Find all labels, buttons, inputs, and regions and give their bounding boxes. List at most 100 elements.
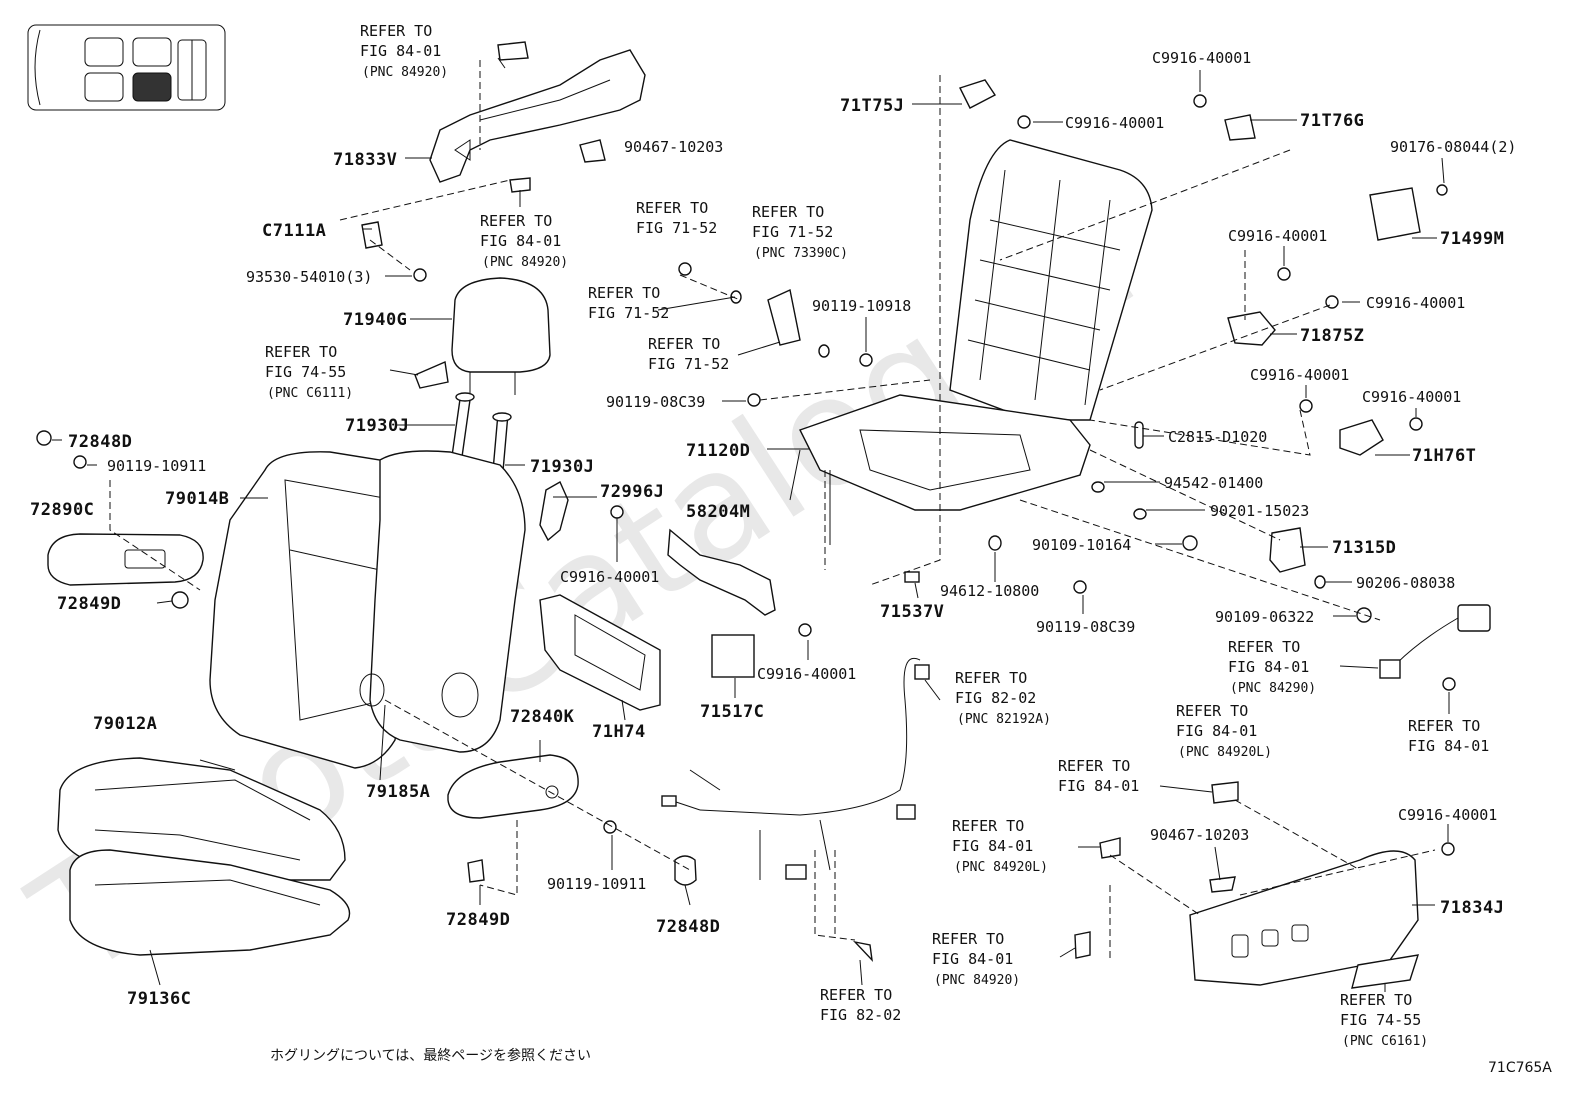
leader-lines <box>52 57 1450 992</box>
part-label-90109-06322: 90109-06322 <box>1215 608 1314 626</box>
svg-text:FIG 84-01: FIG 84-01 <box>952 837 1033 855</box>
ref-callout-fig-84-01-pnc-84920-bottom: REFER TO FIG 84-01 (PNC 84920) <box>932 930 1020 988</box>
part-label-71517C: 71517C <box>700 702 764 722</box>
part-label-C9916-40001-a: C9916-40001 <box>560 568 659 586</box>
svg-text:FIG 74-55: FIG 74-55 <box>1340 1011 1421 1029</box>
part-label-90109-10164: 90109-10164 <box>1032 536 1131 554</box>
shield-upper-part <box>429 49 646 183</box>
part-label-71537V: 71537V <box>880 602 944 622</box>
svg-text:FIG 71-52: FIG 71-52 <box>588 304 669 322</box>
part-label-C7111A: C7111A <box>262 221 326 241</box>
part-label-90119-10918: 90119-10918 <box>812 297 911 315</box>
svg-text:REFER TO: REFER TO <box>360 22 432 40</box>
part-label-90467-10203-upper: 90467-10203 <box>624 138 723 156</box>
ref-callout-fig-82-02-bottom: REFER TO FIG 82-02 <box>820 986 901 1024</box>
svg-text:(PNC 84290): (PNC 84290) <box>1230 681 1316 696</box>
svg-text:(PNC 82192A): (PNC 82192A) <box>957 712 1051 727</box>
svg-text:REFER TO: REFER TO <box>932 930 1004 948</box>
side-shield-part <box>1189 850 1419 986</box>
part-label-90119-10911-upper: 90119-10911 <box>107 457 206 475</box>
part-number-labels: 71833V 90467-10203 C7111A 93530-54010(3)… <box>30 49 1516 1009</box>
svg-text:REFER TO: REFER TO <box>1058 757 1130 775</box>
svg-text:FIG 82-02: FIG 82-02 <box>955 689 1036 707</box>
svg-text:(PNC 73390C): (PNC 73390C) <box>754 246 848 261</box>
headrest-part <box>451 277 551 395</box>
ref-callout-fig-74-55-left: REFER TO FIG 74-55 (PNC C6111) <box>265 343 353 401</box>
part-label-71T75J: 71T75J <box>840 96 904 116</box>
part-label-71120D: 71120D <box>686 441 750 461</box>
svg-text:REFER TO: REFER TO <box>1176 702 1248 720</box>
part-label-72996J: 72996J <box>600 482 664 502</box>
part-label-58204M: 58204M <box>686 502 750 522</box>
svg-text:FIG 71-52: FIG 71-52 <box>752 223 833 241</box>
part-label-71T76G: 71T76G <box>1300 111 1364 131</box>
part-label-71499M: 71499M <box>1440 229 1504 249</box>
part-label-90201-15023: 90201-15023 <box>1210 502 1309 520</box>
part-label-90119-10911-lower: 90119-10911 <box>547 875 646 893</box>
back-board-part <box>539 594 661 711</box>
ref-callout-fig-71-52-a: REFER TO FIG 71-52 <box>636 199 717 237</box>
part-label-72848D-upper: 72848D <box>68 432 132 452</box>
part-label-71315D: 71315D <box>1332 538 1396 558</box>
svg-text:REFER TO: REFER TO <box>752 203 824 221</box>
bracket-part <box>667 528 776 616</box>
part-label-90467-10203-lower: 90467-10203 <box>1150 826 1249 844</box>
headrest-support-parts <box>451 392 512 480</box>
part-label-72890C: 72890C <box>30 500 94 520</box>
part-label-71940G: 71940G <box>343 310 407 330</box>
svg-text:FIG 74-55: FIG 74-55 <box>265 363 346 381</box>
svg-text:FIG 84-01: FIG 84-01 <box>360 42 441 60</box>
svg-text:(PNC C6161): (PNC C6161) <box>1342 1034 1428 1049</box>
armrest-cap-part <box>47 533 204 586</box>
ref-callout-fig-84-01-top: REFER TO FIG 84-01 (PNC 84920) <box>360 22 448 80</box>
svg-text:(PNC 84920): (PNC 84920) <box>934 973 1020 988</box>
part-label-79014B: 79014B <box>165 489 229 509</box>
seatback-frame-part <box>949 139 1153 421</box>
svg-text:REFER TO: REFER TO <box>820 986 892 1004</box>
part-label-C9916-40001-g: C9916-40001 <box>1250 366 1349 384</box>
part-label-90119-08C39-lower: 90119-08C39 <box>1036 618 1135 636</box>
ref-callout-fig-84-01-pnc-84920L-top: REFER TO FIG 84-01 (PNC 84920L) <box>1176 702 1272 760</box>
switch-part <box>1379 604 1491 679</box>
footer-note: ホグリングについては、最終ページを参照ください <box>270 1047 591 1064</box>
svg-text:REFER TO: REFER TO <box>648 335 720 353</box>
part-label-94542-01400: 94542-01400 <box>1164 474 1263 492</box>
part-label-C9916-40001-d: C9916-40001 <box>1152 49 1251 67</box>
part-label-72849D-upper: 72849D <box>57 594 121 614</box>
ref-callout-fig-84-01-pnc-84290: REFER TO FIG 84-01 (PNC 84290) <box>1228 638 1316 696</box>
part-label-C9916-40001-b: C9916-40001 <box>757 665 856 683</box>
svg-text:REFER TO: REFER TO <box>265 343 337 361</box>
svg-text:REFER TO: REFER TO <box>1340 991 1412 1009</box>
part-label-71833V: 71833V <box>333 150 397 170</box>
ref-callout-fig-84-01-far-right: REFER TO FIG 84-01 <box>1408 717 1489 755</box>
svg-text:REFER TO: REFER TO <box>1408 717 1480 735</box>
seat-frame-part <box>789 394 1091 545</box>
part-label-72849D-lower: 72849D <box>446 910 510 930</box>
svg-text:FIG 84-01: FIG 84-01 <box>1058 777 1139 795</box>
part-label-C9916-40001-e: C9916-40001 <box>1228 227 1327 245</box>
ref-callout-fig-74-55-bottom-right: REFER TO FIG 74-55 (PNC C6161) <box>1340 991 1428 1049</box>
part-label-71930J-left: 71930J <box>345 416 409 436</box>
part-label-90176-08044: 90176-08044(2) <box>1390 138 1516 156</box>
part-label-C9916-40001-h: C9916-40001 <box>1362 388 1461 406</box>
svg-text:FIG 84-01: FIG 84-01 <box>1408 737 1489 755</box>
svg-text:REFER TO: REFER TO <box>588 284 660 302</box>
part-label-90119-08C39-upper: 90119-08C39 <box>606 393 705 411</box>
part-label-79136C: 79136C <box>127 989 191 1009</box>
seatback-cover-part <box>209 451 421 769</box>
svg-text:FIG 84-01: FIG 84-01 <box>480 232 561 250</box>
svg-text:FIG 82-02: FIG 82-02 <box>820 1006 901 1024</box>
svg-text:REFER TO: REFER TO <box>955 669 1027 687</box>
part-label-71875Z: 71875Z <box>1300 326 1364 346</box>
cap-parts <box>36 430 697 886</box>
part-label-C9916-40001-f: C9916-40001 <box>1366 294 1465 312</box>
seat-cushion-pad-part <box>69 849 351 956</box>
ref-callout-fig-82-02-right: REFER TO FIG 82-02 (PNC 82192A) <box>955 669 1051 727</box>
svg-text:FIG 71-52: FIG 71-52 <box>636 219 717 237</box>
armrest-part <box>447 754 579 819</box>
seatback-pad-part <box>359 450 526 753</box>
svg-text:REFER TO: REFER TO <box>480 212 552 230</box>
part-label-71H76T: 71H76T <box>1412 446 1476 466</box>
part-label-79012A: 79012A <box>93 714 157 734</box>
